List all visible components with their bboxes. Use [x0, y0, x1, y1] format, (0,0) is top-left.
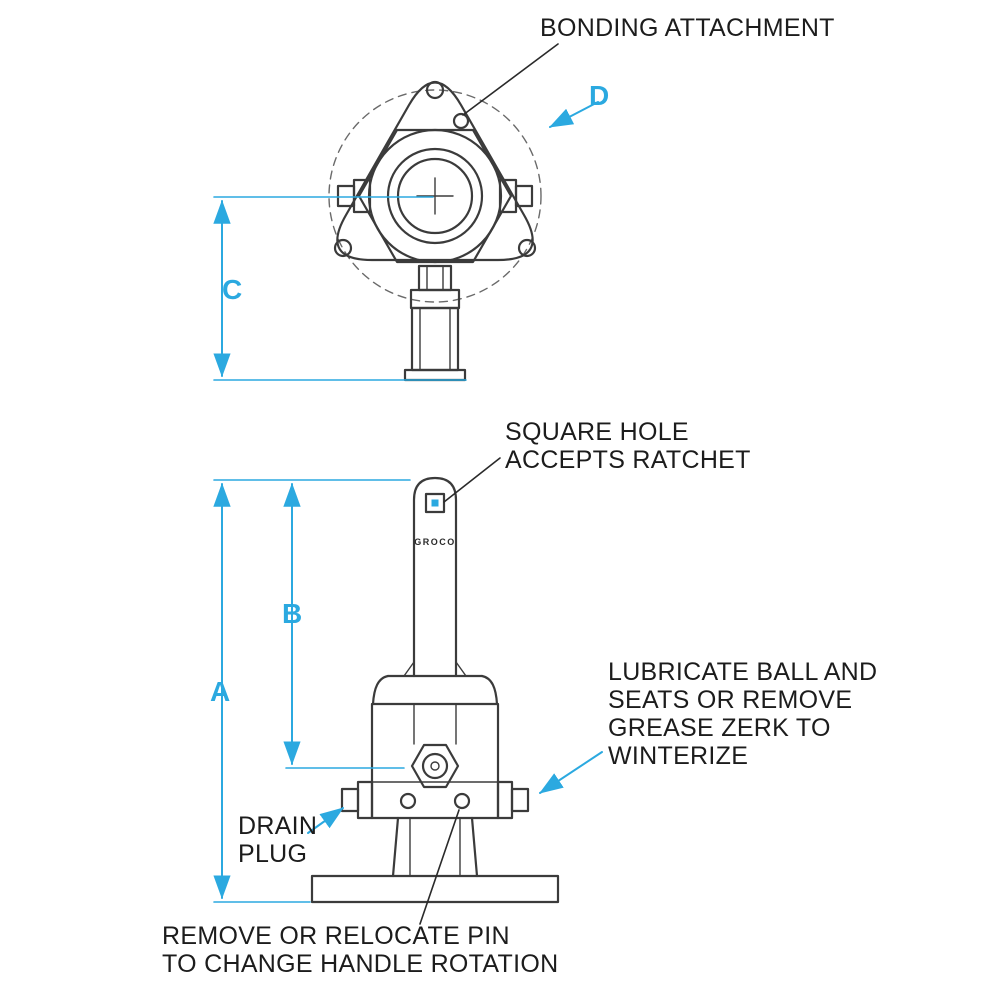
base-flange: [310, 874, 560, 904]
grease-zerk-circle: [421, 752, 449, 780]
remove-pin-label-line2: TO CHANGE HANDLE ROTATION: [162, 950, 559, 978]
square-hole-label-line2: ACCEPTS RATCHET: [505, 446, 751, 474]
lubricate-arrow: [539, 751, 603, 794]
square-hole-highlight: [431, 499, 439, 507]
bonding-attachment-label: BONDING ATTACHMENT: [540, 14, 835, 42]
dim-c-label: C: [222, 274, 243, 305]
bolt-hole-right: [517, 238, 537, 258]
grease-zerk-center: [430, 761, 440, 771]
remove-pin-label-line1: REMOVE OR RELOCATE PIN: [162, 922, 510, 950]
bonding-leader-line: [462, 43, 559, 116]
hex-nut-outline: [357, 128, 513, 264]
drain-plug-bolt: [340, 787, 360, 813]
bolt-hole-left: [333, 238, 353, 258]
valve-body: [370, 702, 500, 820]
lubricate-label-line2: SEATS OR REMOVE: [608, 686, 853, 714]
nut-mid-circle: [386, 147, 484, 245]
lubricate-label-line4: WINTERIZE: [608, 742, 749, 770]
right-plug-bolt: [510, 787, 530, 813]
square-hole-label: SQUARE HOLE ACCEPTS RATCHET: [505, 418, 751, 474]
drain-plug-label-line1: DRAIN: [238, 812, 318, 840]
top-view-drawing: [328, 80, 542, 382]
pipe-lip: [403, 368, 467, 382]
lubricate-label-line1: LUBRICATE BALL AND: [608, 658, 878, 686]
handle-pin-left: [399, 792, 417, 810]
drain-plug-arrow: [307, 807, 344, 834]
handle-outline: [412, 476, 458, 678]
dim-d-label: D: [589, 80, 610, 111]
lubricate-label-line3: GREASE ZERK TO: [608, 714, 831, 742]
drain-plug-plate: [356, 780, 374, 820]
bonding-attachment-point: [452, 112, 470, 130]
d-arrow: [549, 101, 599, 128]
bore-circle: [396, 157, 474, 235]
pipe-bore-lines: [419, 307, 451, 371]
dimension-b: [283, 482, 405, 769]
side-view-drawing: [310, 476, 560, 904]
bolt-hole-top: [425, 80, 445, 100]
right-plug-plate: [496, 780, 514, 820]
square-hole-leader-line: [443, 457, 501, 503]
bolt-circle-dashed: [328, 89, 542, 303]
handle-flare: [403, 661, 467, 677]
neck-upper-lines: [426, 265, 444, 291]
dimension-a: [213, 479, 411, 903]
dim-b-label: B: [282, 598, 303, 629]
square-hole: [424, 492, 446, 514]
dimension-c: [213, 196, 467, 381]
pipe-body: [410, 306, 460, 372]
base-neck: [391, 816, 479, 878]
brand-logo: GROCO: [414, 537, 456, 547]
remove-pin-label: REMOVE OR RELOCATE PIN TO CHANGE HANDLE …: [162, 922, 558, 978]
lubricate-label: LUBRICATE BALL AND SEATS OR REMOVE GREAS…: [608, 658, 877, 770]
square-hole-label-line1: SQUARE HOLE: [505, 418, 689, 446]
base-neck-bore: [409, 817, 461, 877]
neck-upper: [417, 264, 453, 292]
handle-pin-right: [453, 792, 471, 810]
remove-pin-leader-line: [419, 809, 460, 925]
center-crosshair: [416, 177, 454, 215]
stem-lines: [413, 703, 457, 745]
right-bolt-head: [514, 184, 534, 208]
drain-plug-label-line2: PLUG: [238, 840, 308, 868]
neck-collar: [409, 288, 461, 310]
cap-shoulders: [371, 674, 499, 706]
dim-a-label: A: [210, 676, 231, 707]
drain-plug-label: DRAIN PLUG: [238, 812, 317, 868]
left-bolt-head: [336, 184, 356, 208]
grease-zerk-hex: [410, 743, 460, 789]
